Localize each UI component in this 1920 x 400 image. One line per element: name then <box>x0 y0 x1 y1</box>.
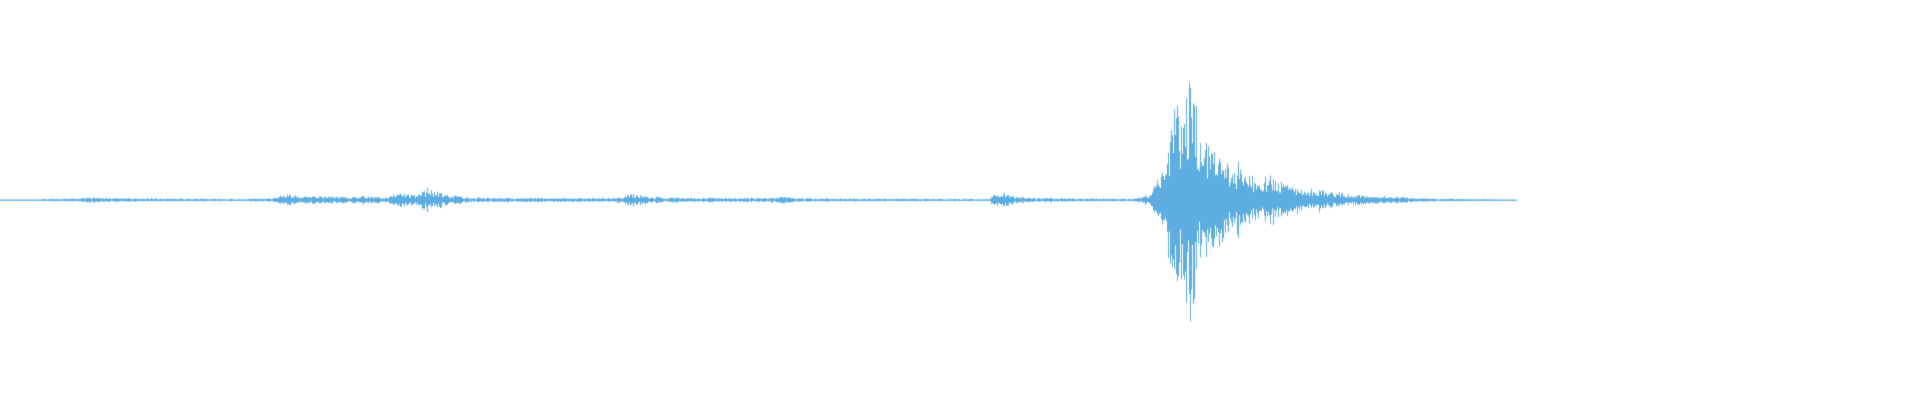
audio-waveform[interactable] <box>0 0 1920 400</box>
